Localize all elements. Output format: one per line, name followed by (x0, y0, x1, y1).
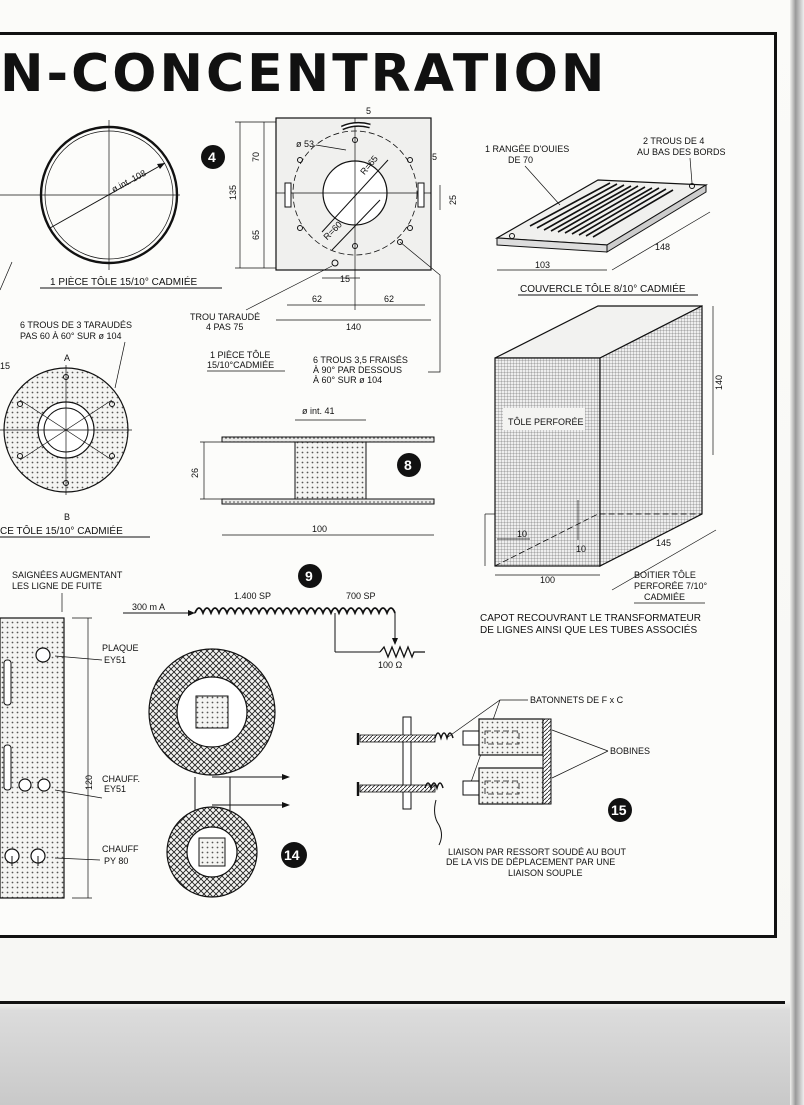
box-dim-140: 140 (714, 375, 724, 390)
flange-dim-15: 15 (0, 361, 10, 371)
toroids-14-drawing: 14 (148, 648, 307, 898)
box-dim-145: 145 (656, 538, 671, 548)
cover-label-rangee-1: 1 RANGÉE D'OUIES (485, 144, 569, 154)
cover-caption: COUVERCLE TÔLE 8/10° CADMIÉE (520, 282, 686, 295)
badge-14-number: 14 (284, 847, 300, 863)
coil-9-drawing: 9 300 m A 1.400 SP 700 SP 100 Ω (123, 564, 425, 670)
badge-15-number: 15 (611, 802, 627, 818)
dim-65: 65 (251, 230, 261, 240)
dim-62-left: 62 (312, 294, 322, 304)
coil-resistor: 100 Ω (378, 660, 403, 670)
board-note-2: LES LIGNE DE FUITE (12, 581, 102, 591)
box-dim-10-left: 10 (517, 529, 527, 539)
dim-70: 70 (251, 152, 261, 162)
cover-dim-148: 148 (655, 242, 670, 252)
board-chauff-ey-2: EY51 (104, 784, 126, 794)
page-edge-shadow (790, 0, 804, 1105)
page-title: N-CONCENTRATION (0, 44, 608, 104)
flange-caption: CE TÔLE 15/10° CADMIÉE (0, 524, 123, 537)
dim-140: 140 (346, 322, 361, 332)
adjuster-note-1: LIAISON PAR RESSORT SOUDÉ AU BOUT (448, 847, 627, 857)
coil-turns-2: 700 SP (346, 591, 376, 601)
spool-dim-100: 100 (312, 524, 327, 534)
flange-label-a: A (64, 353, 70, 363)
plate-4-drawing: 4 ø 53 5 5 R=65 R=60 70 135 65 25 15 (190, 106, 458, 385)
adjuster-note-3: LIAISON SOUPLE (508, 868, 583, 878)
box-caption-1: BOITIER TÔLE (634, 570, 696, 580)
ring-caption: 1 PIÈCE TÔLE 15/10° CADMIÉE (50, 275, 198, 288)
board-dim-120: 120 (84, 775, 94, 790)
box-note-2: DE LIGNES AINSI QUE LES TUBES ASSOCIÉS (480, 623, 697, 636)
dim-25: 25 (448, 195, 458, 205)
box-dim-100: 100 (540, 575, 555, 585)
ring-part-drawing: ø int. 108 1 PIÈCE TÔLE 15/10° CADMIÉE (0, 120, 222, 291)
dim-53: ø 53 (296, 139, 314, 149)
note-trou-line2: 4 PAS 75 (206, 322, 243, 332)
dim-135: 135 (228, 185, 238, 200)
cover-label-trous-1: 2 TROUS DE 4 (643, 136, 704, 146)
cover-dim-103: 103 (535, 260, 550, 270)
cover-drawing: 1 RANGÉE D'OUIES DE 70 2 TROUS DE 4 AU B… (485, 136, 726, 296)
box-caption-2: PERFORÉE 7/10° (634, 581, 708, 591)
cover-label-rangee-2: DE 70 (508, 155, 533, 165)
coil-current: 300 m A (132, 602, 165, 612)
spool-diameter: ø int. 41 (302, 406, 335, 416)
note-piece-line2: 15/10°CADMIÉE (207, 360, 274, 370)
dim-5-right: 5 (432, 152, 437, 162)
badge-9-number: 9 (305, 568, 313, 584)
note-piece-line1: 1 PIÈCE TÔLE (210, 350, 270, 360)
bottom-rule (0, 1001, 785, 1004)
board-plaque-2: EY51 (104, 655, 126, 665)
badge-14 (281, 842, 307, 868)
box-drawing: TÔLE PERFORÉE 140 145 10 10 100 BOITIER … (480, 305, 724, 636)
note-holes-line3: À 60° SUR ø 104 (313, 375, 382, 385)
dim-5-top: 5 (366, 106, 371, 116)
badge-9 (298, 564, 322, 588)
adjuster-batonnets: BATONNETS DE F x C (530, 695, 624, 705)
board-chauff-ey-1: CHAUFF. (102, 774, 140, 784)
badge-4 (201, 145, 225, 169)
board-chauff-py-2: PY 80 (104, 856, 128, 866)
badge-4-number: 4 (208, 149, 216, 165)
box-dim-10-bottom: 10 (576, 544, 586, 554)
board-drawing: SAIGNÉES AUGMENTANT LES LIGNE DE FUITE 1… (0, 570, 140, 899)
box-caption-3: CADMIÉE (644, 592, 685, 602)
note-trou-line1: TROU TARAUDÉ (190, 312, 260, 322)
cover-label-trous-2: AU BAS DES BORDS (637, 147, 726, 157)
badge-8 (397, 453, 421, 477)
note-holes-line2: À 90° PAR DESSOUS (313, 365, 402, 375)
adjuster-note-2: DE LA VIS DE DÉPLACEMENT PAR UNE (446, 857, 615, 867)
note-holes-line1: 6 TROUS 3,5 FRAISÉS (313, 355, 408, 365)
dim-15: 15 (340, 274, 350, 284)
badge-8-number: 8 (404, 457, 412, 473)
board-chauff-py-1: CHAUFF (102, 844, 139, 854)
flange-label-b: B (64, 512, 70, 522)
box-note-1: CAPOT RECOUVRANT LE TRANSFORMATEUR (480, 613, 701, 624)
adjuster-bobines: BOBINES (610, 746, 650, 756)
flange-drawing: 6 TROUS DE 3 TARAUDÉS PAS 60 À 60° SUR ø… (0, 320, 150, 538)
adjuster-15-drawing: BATONNETS DE F x C BOBINES LIAISON PAR R… (356, 695, 650, 878)
badge-15 (608, 798, 632, 822)
box-label: TÔLE PERFORÉE (508, 417, 584, 427)
ring-diameter-label: ø int. 108 (110, 168, 148, 194)
flange-note-1: 6 TROUS DE 3 TARAUDÉS (20, 320, 132, 330)
dim-62-right: 62 (384, 294, 394, 304)
board-note-1: SAIGNÉES AUGMENTANT (12, 570, 123, 580)
board-plaque-1: PLAQUE (102, 643, 139, 653)
spool-8-drawing: ø int. 41 26 100 8 (190, 406, 435, 536)
flange-note-2: PAS 60 À 60° SUR ø 104 (20, 331, 121, 341)
coil-turns-1: 1.400 SP (234, 591, 271, 601)
spool-dim-26: 26 (190, 468, 200, 478)
